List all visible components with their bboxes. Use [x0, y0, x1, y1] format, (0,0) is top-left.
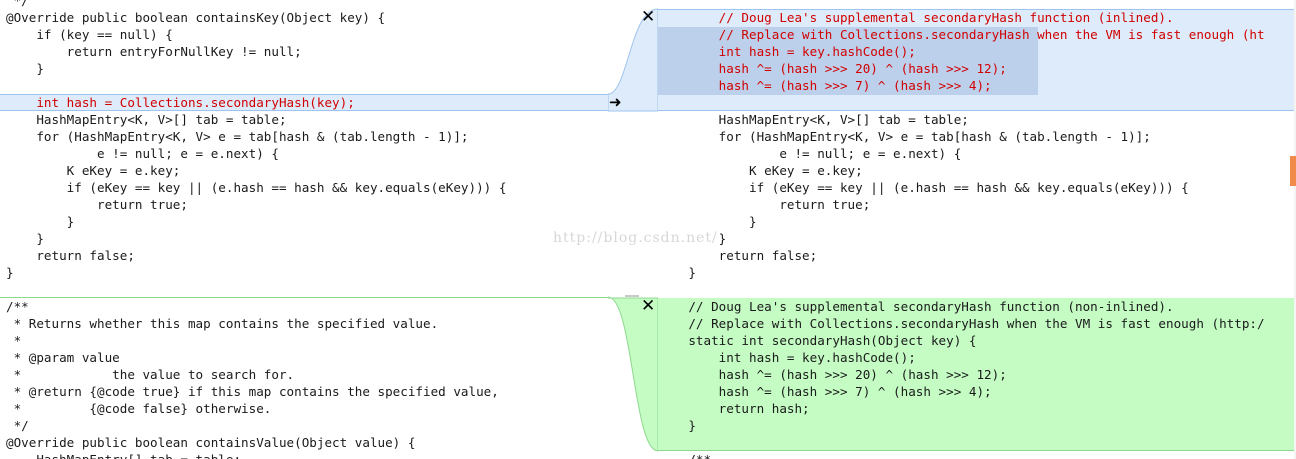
code-line: } — [6, 265, 14, 280]
code-line: * the value to search for. — [6, 367, 295, 382]
code-line: for (HashMapEntry<K, V> e = tab[hash & (… — [658, 129, 1151, 144]
right-changed-selection — [658, 27, 1038, 95]
code-line: * — [6, 333, 22, 348]
code-line: if (eKey == key || (e.hash == hash && ke… — [658, 180, 1189, 195]
code-line: K eKey = e.key; — [6, 163, 181, 178]
code-line: * Returns whether this map contains the … — [6, 316, 439, 331]
code-line: return false; — [6, 248, 135, 263]
code-line: return false; — [658, 248, 818, 263]
right-added-block — [658, 298, 1296, 451]
code-line: } — [658, 418, 696, 433]
code-line: } — [658, 214, 757, 229]
code-line: // Replace with Collections.secondaryHas… — [658, 27, 1265, 42]
code-line: int hash = key.hashCode(); — [658, 44, 916, 59]
code-line: K eKey = e.key; — [658, 163, 863, 178]
apply-change-arrow-icon[interactable]: ➜ — [609, 93, 622, 111]
code-line: if (key == null) { — [6, 27, 173, 42]
code-line: static int secondaryHash(Object key) { — [658, 333, 977, 348]
code-line: // Doug Lea's supplemental secondaryHash… — [658, 299, 1174, 314]
discard-insert-icon[interactable]: ✕ — [641, 296, 656, 316]
code-line: * @param value — [6, 350, 120, 365]
diff-connector-gutter — [608, 8, 658, 452]
code-line: hash ^= (hash >>> 7) ^ (hash >>> 4); — [658, 78, 992, 93]
code-line — [658, 434, 1296, 451]
code-line: HashMapEntry[] tab = table; — [0, 451, 608, 459]
code-line: } — [658, 265, 696, 280]
code-line: * @return {@code true} if this map conta… — [6, 384, 499, 399]
discard-change-icon[interactable]: ✕ — [641, 7, 656, 27]
code-line — [0, 281, 608, 298]
code-line: hash ^= (hash >>> 20) ^ (hash >>> 12); — [658, 61, 1007, 76]
code-line: if (eKey == key || (e.hash == hash && ke… — [6, 180, 507, 195]
code-line: return true; — [658, 197, 871, 212]
code-line: hash ^= (hash >>> 7) ^ (hash >>> 4); — [658, 384, 992, 399]
left-editor-pane[interactable]: */ @Override public boolean containsKey(O… — [0, 0, 608, 459]
watermark-text: http://blog.csdn.net/ — [553, 230, 718, 246]
code-line: } — [6, 231, 44, 246]
code-line: HashMapEntry<K, V>[] tab = table; — [6, 112, 287, 127]
code-line: /** — [658, 451, 1296, 459]
left-changed-line-highlight — [0, 94, 608, 111]
code-line: } — [6, 214, 75, 229]
code-line: return true; — [6, 197, 188, 212]
code-line: return hash; — [658, 401, 810, 416]
code-line: */ — [6, 0, 29, 8]
code-line: } — [6, 61, 44, 76]
code-line: * {@code false} otherwise. — [6, 401, 272, 416]
code-line: @Override public boolean containsValue(O… — [6, 435, 416, 450]
overview-ruler[interactable] — [1294, 0, 1296, 459]
code-line: hash ^= (hash >>> 20) ^ (hash >>> 12); — [658, 367, 1007, 382]
code-line: /** — [6, 299, 29, 314]
right-editor-pane[interactable]: // Doug Lea's supplemental secondaryHash… — [658, 0, 1296, 459]
code-line — [658, 94, 1296, 111]
code-line — [658, 281, 1296, 298]
code-line: // Replace with Collections.secondaryHas… — [658, 316, 1265, 331]
code-line: } — [658, 231, 727, 246]
code-line: @Override public boolean containsKey(Obj… — [6, 10, 386, 25]
overview-change-marker[interactable] — [1290, 156, 1296, 186]
code-line: HashMapEntry<K, V>[] tab = table; — [658, 112, 969, 127]
code-line: // Doug Lea's supplemental secondaryHash… — [658, 10, 1174, 25]
code-line: for (HashMapEntry<K, V> e = tab[hash & (… — [6, 129, 469, 144]
gutter-separator-mark — [625, 295, 639, 297]
code-line: */ — [6, 418, 29, 433]
code-line: e != null; e = e.next) { — [6, 146, 279, 161]
code-line — [0, 77, 608, 94]
green-connector-shape — [608, 296, 658, 452]
blue-connector-shape — [608, 8, 658, 112]
code-line: int hash = Collections.secondaryHash(key… — [6, 95, 355, 110]
code-line: int hash = key.hashCode(); — [658, 350, 916, 365]
code-line: return entryForNullKey != null; — [6, 44, 302, 59]
code-line: e != null; e = e.next) { — [658, 146, 962, 161]
left-insert-boundary — [0, 297, 608, 298]
